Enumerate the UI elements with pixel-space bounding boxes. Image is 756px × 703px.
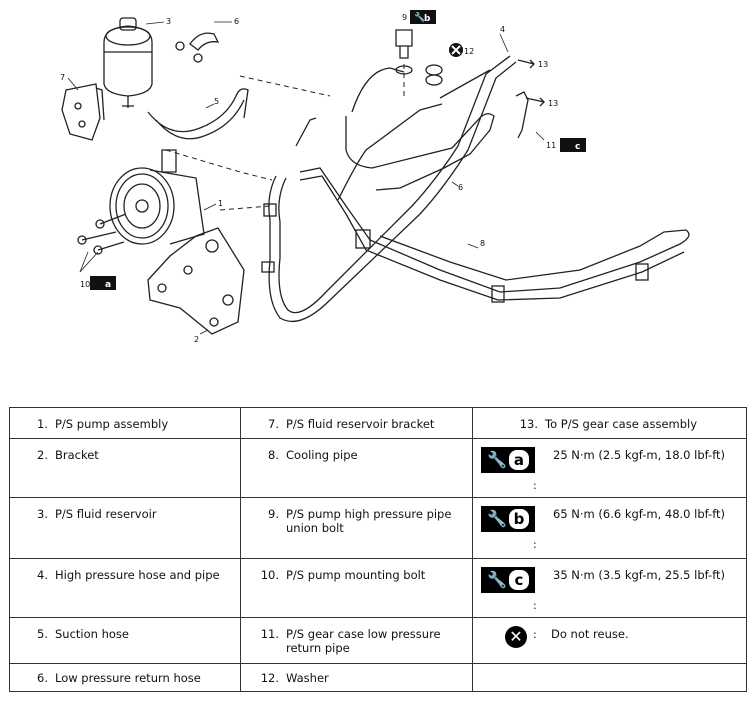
parts-legend-table: 1.P/S pump assembly 7.P/S fluid reservoi… [9, 407, 747, 692]
callout-13-bottom: 13 [548, 99, 558, 108]
gear-case-return-pipe-drawing [515, 91, 529, 139]
torque-tag-a: a [90, 276, 116, 290]
torque-tag-c: c [560, 138, 586, 152]
legend-item: 7.P/S fluid reservoir bracket [268, 417, 435, 431]
legend-item: 3.P/S fluid reservoir [37, 507, 157, 521]
callout-8: 8 [480, 239, 485, 248]
legend-item: 5.Suction hose [37, 627, 129, 641]
callout-4: 4 [500, 25, 505, 34]
torque-c-icon: 🔧c [481, 567, 535, 593]
return-hose-top-drawing [189, 32, 220, 51]
fluid-reservoir-drawing [103, 17, 153, 108]
callout-5: 5 [214, 97, 219, 106]
legend-item: 2.Bracket [37, 448, 99, 462]
torque-a-icon: 🔧a [481, 447, 535, 473]
do-not-reuse-icon: ✕ [505, 626, 527, 648]
reservoir-bracket-drawing [61, 83, 105, 141]
callout-7: 7 [60, 73, 65, 82]
torque-a-row: 🔧a 25 N·m (2.5 kgf-m, 18.0 lbf-ft) [473, 439, 746, 473]
legend-item: 4.High pressure hose and pipe [37, 568, 220, 582]
callout-12: 12 [464, 47, 474, 56]
legend-item: 11.P/S gear case low pressure return pip… [260, 627, 441, 655]
legend-item: 10.P/S pump mounting bolt [260, 568, 426, 582]
callout-6: 6 [458, 183, 463, 192]
callout-10: 10 [80, 280, 90, 289]
callout-2: 2 [194, 335, 199, 344]
no-reuse-icon [449, 43, 463, 57]
legend-item: 6.Low pressure return hose [37, 671, 201, 685]
callout-11: 11 [546, 141, 556, 150]
union-bolt-drawing [395, 29, 443, 86]
torque-tag-c-letter: c [575, 142, 580, 152]
legend-item: 9.P/S pump high pressure pipe union bolt [268, 507, 452, 535]
suction-hose-drawing [147, 88, 249, 140]
svg-text:🔧: 🔧 [414, 11, 425, 23]
callout-1: 1 [218, 199, 223, 208]
pump-bracket-drawing [147, 227, 245, 335]
legend-item: 12.Washer [260, 671, 329, 685]
torque-tag-a-letter: a [105, 280, 111, 290]
torque-c-row: 🔧c 35 N·m (3.5 kgf-m, 25.5 lbf-ft) [473, 559, 746, 593]
legend-item: 8.Cooling pipe [268, 448, 358, 462]
no-reuse-row: ✕ Do not reuse. [473, 618, 746, 648]
torque-b-icon: 🔧b [481, 506, 535, 532]
callout-6-top: 6 [234, 17, 239, 26]
high-pressure-pipe-drawing [261, 55, 517, 323]
pump-assembly-drawing [77, 149, 205, 255]
callout-13-top: 13 [538, 60, 548, 69]
callout-3: 3 [166, 17, 171, 26]
power-steering-exploded-diagram: 🔧 b c a 3 6 7 5 1 2 4 9 12 13 13 11 6 8 … [60, 10, 690, 344]
legend-item: 1.P/S pump assembly [37, 417, 169, 431]
callout-9: 9 [402, 13, 407, 22]
cooling-pipe-drawing [295, 67, 690, 303]
legend-item: 13.To P/S gear case assembly [519, 417, 698, 431]
torque-tag-b: 🔧 b [410, 10, 436, 24]
torque-b-row: 🔧b 65 N·m (6.6 kgf-m, 48.0 lbf-ft) [473, 498, 746, 532]
torque-tag-b-letter: b [424, 14, 431, 24]
